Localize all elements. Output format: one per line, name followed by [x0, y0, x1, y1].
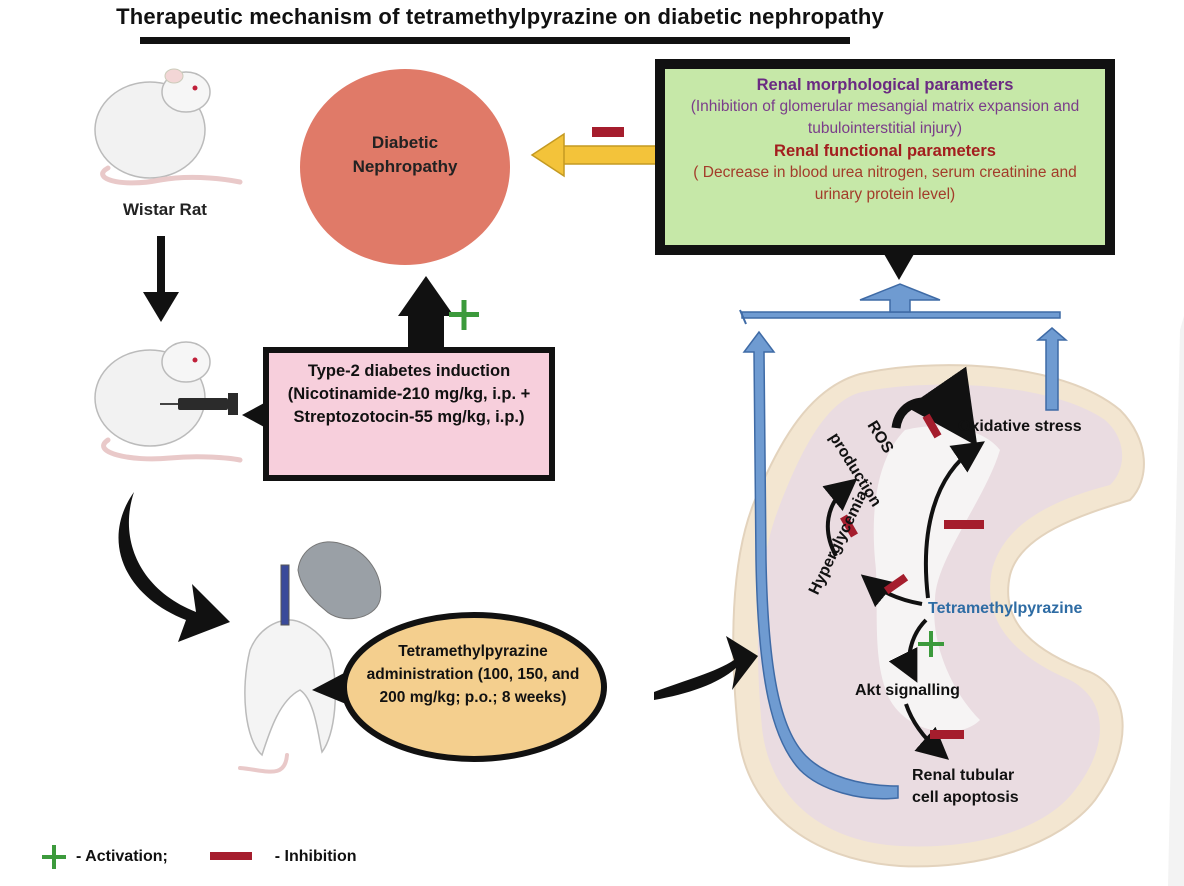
legend-activation-v: [52, 845, 56, 869]
arrow-rat-to-injection-head: [143, 292, 179, 322]
legend: - Activation; - Inhibition: [76, 848, 357, 866]
treated-rat-illustration: [238, 541, 382, 774]
legend-inhibition-text: - Inhibition: [274, 848, 357, 865]
inhibition-mark-hyper-ros: [840, 514, 858, 538]
arrow-to-kidney: [654, 636, 758, 700]
feedback-bracket: [739, 283, 1069, 800]
wistar-rat-illustration: [94, 68, 243, 186]
arrow-hyper-to-ros: [822, 478, 858, 557]
legend-inhibition-bar: [210, 852, 252, 860]
inhibition-mark-hyper: [883, 573, 909, 595]
inhibition-mark-apoptosis: [930, 730, 964, 739]
oxidative-stress-label: Oxidative stress: [958, 418, 1082, 435]
apoptosis-line2: cell apoptosis: [912, 789, 1019, 806]
arrow-rat-to-injection-shaft: [157, 236, 165, 294]
renal-params-text: Renal morphological parameters (Inhibiti…: [672, 74, 1098, 206]
yellow-inhibition-arrow: [530, 127, 657, 178]
apoptosis-label: Renal tubular cell apoptosis: [912, 765, 1019, 809]
arrow-oxidative-to-bracket: [1035, 327, 1069, 411]
morph-text: (Inhibition of glomerular mesangial matr…: [690, 98, 1080, 137]
arrow-induction-to-dn-shaft: [408, 312, 444, 350]
title-underline: [140, 37, 850, 44]
wistar-rat-label: Wistar Rat: [123, 200, 207, 219]
injected-rat-illustration: [94, 341, 243, 463]
arrow-tmp-to-oxidative: [923, 441, 985, 599]
inhibition-mark-top: [592, 127, 624, 137]
glove-hand-illustration: [297, 541, 382, 620]
arrow-ros-to-oxidative: [891, 366, 978, 447]
inhibition-mark-ros: [922, 413, 942, 439]
legend-activation-text: - Activation;: [76, 848, 168, 865]
kidney-pathway-arrows: [822, 366, 985, 760]
induction-text: Type-2 diabetes induction (Nicotinamide-…: [287, 362, 531, 426]
renal-params-box: [655, 59, 1115, 280]
arrow-tmp-to-hyper: [860, 574, 923, 608]
induction-box: [242, 347, 555, 481]
diabetic-nephropathy-label: Diabetic Nephropathy: [352, 133, 458, 176]
activation-mark-dn: [449, 300, 479, 330]
arrow-to-treatment: [118, 492, 230, 642]
administration-text: Tetramethylpyrazine administration (100,…: [366, 643, 580, 706]
func-heading: Renal functional parameters: [774, 142, 996, 160]
flow-arrows: [118, 236, 758, 700]
arrow-tmp-to-akt: [888, 618, 928, 683]
arrow-akt-to-apoptosis: [904, 703, 950, 760]
inhibition-mark-oxidative: [944, 520, 984, 529]
activation-mark-akt-v: [929, 631, 933, 657]
arrow-apoptosis-to-bracket: [742, 330, 899, 800]
legend-marks: [42, 845, 252, 869]
administration-node: [312, 612, 607, 762]
apoptosis-line1: Renal tubular: [912, 767, 1015, 784]
akt-signalling-label: Akt signalling: [855, 682, 960, 699]
morph-heading: Renal morphological parameters: [756, 76, 1014, 94]
diabetic-nephropathy-node: [300, 69, 510, 265]
kidney-marks: [840, 413, 984, 739]
tetramethylpyrazine-label: Tetramethylpyrazine: [928, 600, 1083, 617]
arrow-induction-to-dn-head: [398, 276, 454, 316]
func-text: ( Decrease in blood urea nitrogen, serum…: [693, 164, 1077, 203]
diagram-title: Therapeutic mechanism of tetramethylpyra…: [116, 4, 884, 29]
